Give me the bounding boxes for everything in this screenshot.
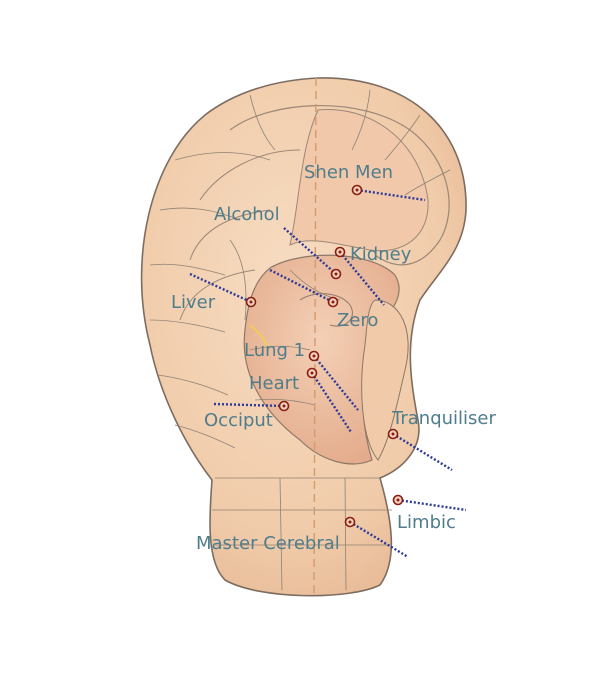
- needle-alcohol: [283, 227, 337, 275]
- point-master-cerebral: [344, 516, 356, 528]
- needle-master-cerebral: [349, 520, 409, 559]
- point-zero: [327, 296, 339, 308]
- point-heart: [306, 367, 318, 379]
- points: [245, 184, 404, 528]
- label-zero: Zero: [337, 310, 378, 331]
- needle-kidney: [339, 251, 385, 306]
- label-shen-men: Shen Men: [304, 162, 393, 183]
- label-tranquiliser: Tranquiliser: [391, 408, 496, 429]
- concha-ridge: [299, 293, 353, 327]
- point-occiput: [278, 400, 290, 412]
- needles: [189, 188, 467, 559]
- needle-limbic: [397, 498, 467, 512]
- label-alcohol: Alcohol: [214, 204, 280, 225]
- label-limbic: Limbic: [397, 512, 456, 533]
- point-alcohol: [330, 268, 342, 280]
- triangular-fossa: [289, 109, 429, 252]
- antihelix: [179, 149, 301, 321]
- point-shen-men: [351, 184, 363, 196]
- midline: [313, 77, 317, 596]
- label-master-cerebral: Master Cerebral: [196, 533, 340, 554]
- label-lung-1: Lung 1: [244, 340, 305, 361]
- label-occiput: Occiput: [204, 410, 273, 431]
- needle-tranquiliser: [392, 432, 453, 472]
- concha: [243, 254, 400, 465]
- label-kidney: Kidney: [350, 244, 412, 265]
- point-liver: [245, 296, 257, 308]
- helix-rim: [229, 105, 450, 266]
- point-kidney: [334, 246, 346, 258]
- labels: Shen Men Alcohol Kidney Liver Zero Lung …: [171, 162, 496, 554]
- needle-liver: [189, 272, 252, 304]
- point-tranquiliser: [387, 428, 399, 440]
- tragus: [361, 299, 409, 461]
- accent-line: [249, 324, 269, 349]
- needle-shen-men: [356, 188, 426, 202]
- label-heart: Heart: [249, 373, 299, 394]
- point-limbic: [392, 494, 404, 506]
- zone-grid: [149, 89, 451, 591]
- point-lung-1: [308, 350, 320, 362]
- label-liver: Liver: [171, 292, 216, 313]
